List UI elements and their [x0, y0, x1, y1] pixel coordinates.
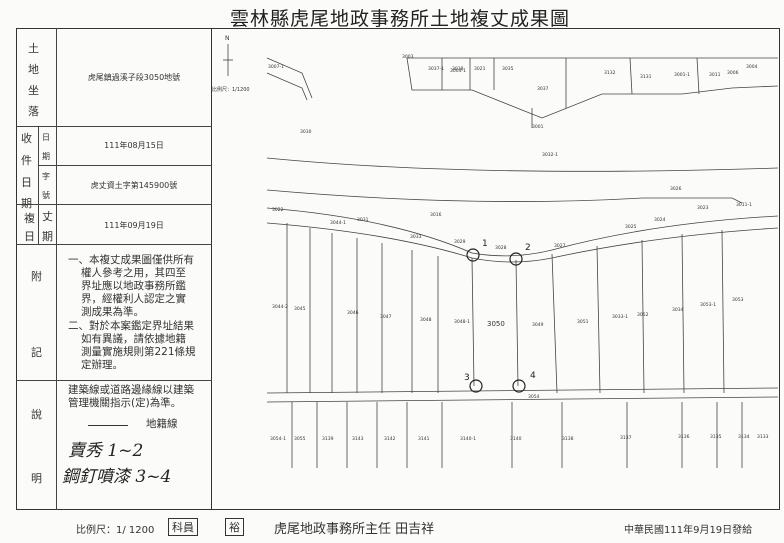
parcel-number-label: 3026 [670, 186, 682, 192]
document-title: 雲林縣虎尾地政事務所土地複丈成果圖 [230, 8, 571, 30]
issue-date: 中華民國111年9月19日發給 [624, 525, 753, 536]
parcel-number-label: 3021 [474, 66, 486, 72]
date-value: 111年08月15日 [104, 141, 164, 150]
parcel-number-label: 3052 [637, 312, 649, 318]
col-divider [56, 28, 57, 510]
parcel-number-label: 3029 [454, 239, 466, 245]
parcel-number-label: 3131 [640, 74, 652, 80]
north-label: N [225, 35, 230, 42]
director-name: 虎尾地政事務所主任 田吉祥 [274, 522, 435, 537]
parcel-number-label: 3138 [562, 436, 574, 442]
col-divider [38, 126, 39, 244]
word-value: 虎丈資土字第145900號 [90, 181, 178, 190]
parcel-number-label: 3134 [738, 434, 750, 440]
parcel-number-label: 3004-1 [450, 68, 466, 74]
survey-point-3 [469, 379, 483, 393]
parcel-number-label: 3047 [380, 314, 392, 320]
parcel-number-label: 3003 [402, 54, 414, 60]
parcel-number-label: 3030 [300, 129, 312, 135]
parcel-number-label: 3024 [654, 217, 666, 223]
parcel-number-label: 3011-1 [736, 202, 752, 208]
parcel-number-label: 3046 [347, 310, 359, 316]
parcel-number-label: 3143 [352, 436, 364, 442]
survey-value: 111年09月19日 [104, 221, 164, 230]
parcel-number-label: 3142 [384, 436, 396, 442]
parcel-number-label: 3025 [625, 224, 637, 230]
parcel-number-label: 3016 [430, 212, 442, 218]
seal-stamp: 裕 [225, 518, 244, 536]
parcel-number-label: 3044-2 [272, 304, 288, 310]
parcel-number-label: 3053 [732, 297, 744, 303]
clerk-stamp: 科員 [168, 518, 198, 536]
parcel-number-label: 3007-1 [268, 64, 284, 70]
point-label-4: 4 [530, 371, 536, 381]
parcel-number-label: 3037-1 [428, 66, 444, 72]
parcel-number-label: 3053-1 [700, 302, 716, 308]
parcel-number-label: 3033 [410, 234, 422, 240]
parcel-number-label: 3031 [357, 217, 369, 223]
parcel-number-label: 3139 [322, 436, 334, 442]
cadastral-line-legend [88, 425, 128, 426]
parcel-number-label: 3137 [620, 435, 632, 441]
parcel-number-label: 3001-1 [674, 72, 690, 78]
row-divider [16, 380, 212, 381]
explain-2: 地籍線 [146, 418, 178, 430]
row-divider [16, 244, 212, 245]
document-frame [16, 28, 780, 510]
parcel-number-label: 3038 [452, 66, 464, 72]
parcel-number-label: 3140 [510, 436, 522, 442]
parcel-number-label: 3054-1 [270, 436, 286, 442]
parcel-number-label: 3032-1 [542, 152, 558, 158]
parcel-number-label: 3132 [604, 70, 616, 76]
point-label-1: 1 [482, 239, 488, 249]
row-divider [38, 165, 212, 166]
map-scale-note: 比例尺：1/1200 [212, 86, 250, 93]
survey-point-2 [509, 252, 523, 266]
explain-1: 建築線或道路邊緣線以建築 管理機關指示(定)為準。 [68, 384, 194, 409]
handwriting-1: 賣秀 1~2 [68, 441, 144, 461]
info-table: 土 地 坐 落 虎尾鎮過溪子段3050地號 收 件 日 期 日 期 111年08… [16, 28, 212, 510]
parcel-number-label: 3035 [502, 66, 514, 72]
parcel-number-label: 3037 [537, 86, 549, 92]
note-2: 二、對於本案鑑定界址結果 如有異議，請依據地籍 測量實施規則第221條規 定辦理… [68, 320, 196, 371]
point-label-2: 2 [525, 243, 531, 253]
parcel-number-label: 3011 [709, 72, 721, 78]
handwriting-2: 鋼釘噴漆 3~4 [62, 467, 172, 487]
parcel-number-label: 3033-1 [612, 314, 628, 320]
parcel-number-label: 3023 [697, 205, 709, 211]
parcel-number-label: 3034 [672, 307, 684, 313]
survey-point-4 [512, 379, 526, 393]
survey-point-1 [466, 248, 480, 262]
parcel-number-label: 3006 [727, 70, 739, 76]
parcel-number-label: 3048-1 [454, 319, 470, 325]
parcel-number-label: 3048 [420, 317, 432, 323]
parcel-number-label: 3044-1 [330, 220, 346, 226]
footer-scale: 比例尺：1/ 1200 [76, 525, 155, 536]
parcel-number-label: 3135 [710, 434, 722, 440]
parcel-number-label: 3051 [577, 319, 589, 325]
parcel-number-label: 3133 [757, 434, 769, 440]
row-divider [16, 204, 212, 205]
parcel-number-label: 3055 [294, 436, 306, 442]
parcel-number-label: 3027 [554, 243, 566, 249]
row-divider [16, 126, 212, 127]
parcel-number-label: 3001 [532, 124, 544, 130]
parcel-number-label: 3140-1 [460, 436, 476, 442]
note-1: 一、本複丈成果圖僅供所有 權人參考之用，其四至 界址應以地政事務所鑑 界，經權利… [68, 254, 194, 318]
parcel-number-label: 3028 [495, 245, 507, 251]
parcel-number-label: 3054 [528, 394, 540, 400]
parcel-number-label: 3141 [418, 436, 430, 442]
point-label-3: 3 [464, 373, 470, 383]
cadastral-map: N 比例尺：1/1200 3050 3030 3032-1 3031 3033 … [212, 35, 778, 468]
land-location-value: 虎尾鎮過溪子段3050地號 [87, 73, 181, 82]
parcel-number-label: 3045 [294, 306, 306, 312]
parcel-number-label: 3004 [746, 64, 758, 70]
parcel-3050-label: 3050 [487, 320, 505, 328]
parcel-number-label: 3136 [678, 434, 690, 440]
parcel-number-label: 3022 [272, 207, 284, 213]
parcel-number-label: 3049 [532, 322, 544, 328]
